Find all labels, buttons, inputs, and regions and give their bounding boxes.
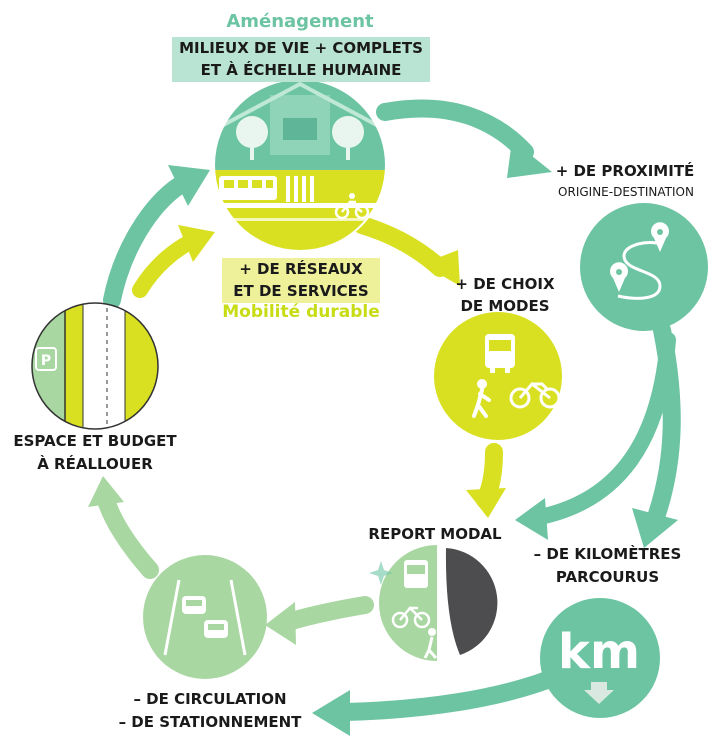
- km-icon-text: km: [558, 624, 640, 680]
- arrow-space-to-top: [103, 165, 210, 309]
- arrow-to-modes: [353, 216, 460, 286]
- arrow-to-traffic: [312, 666, 569, 736]
- km-line2: PARCOURUS: [555, 568, 660, 586]
- modes-line2: DE MODES: [460, 297, 550, 315]
- space-line2: À RÉALLOUER: [37, 455, 153, 473]
- arrow-to-proximity: [376, 99, 552, 178]
- networks-line1: + DE RÉSEAUX: [222, 258, 380, 282]
- arrow-to-report-modal-lime: [466, 443, 506, 518]
- proximity-line2: ORIGINE-DESTINATION: [558, 185, 694, 199]
- modal-shift-label: REPORT MODAL: [368, 525, 502, 543]
- top-category: Aménagement: [226, 11, 374, 32]
- arrow-traffic-to-space: [88, 476, 159, 579]
- arrow-space-to-top-lime: [132, 225, 215, 298]
- km-line1: – DE KILOMÈTRES: [533, 545, 682, 563]
- space-budget-icon: P: [31, 302, 159, 430]
- parking-letter: P: [41, 353, 51, 369]
- traffic-line1: – DE CIRCULATION: [133, 690, 287, 708]
- top-title-line2: ET À ÉCHELLE HUMAINE: [172, 59, 430, 83]
- km-icon: km: [540, 598, 660, 718]
- traffic-line2: – DE STATIONNEMENT: [118, 713, 302, 731]
- modes-line1: + DE CHOIX: [455, 275, 555, 293]
- traffic-icon: [143, 555, 267, 679]
- modes-icon: [434, 312, 562, 440]
- networks-category: Mobilité durable: [222, 302, 380, 322]
- space-line1: ESPACE ET BUDGET: [13, 432, 177, 450]
- top-title-line1: MILIEUX DE VIE + COMPLETS: [172, 37, 430, 61]
- networks-line2: ET DE SERVICES: [222, 280, 380, 304]
- arrow-modal-to-traffic: [265, 596, 374, 645]
- modal-shift-chart: [369, 543, 498, 663]
- arrow-to-report-modal: [515, 332, 676, 540]
- proximity-icon: [580, 203, 708, 331]
- proximity-line1: + DE PROXIMITÉ: [555, 162, 695, 180]
